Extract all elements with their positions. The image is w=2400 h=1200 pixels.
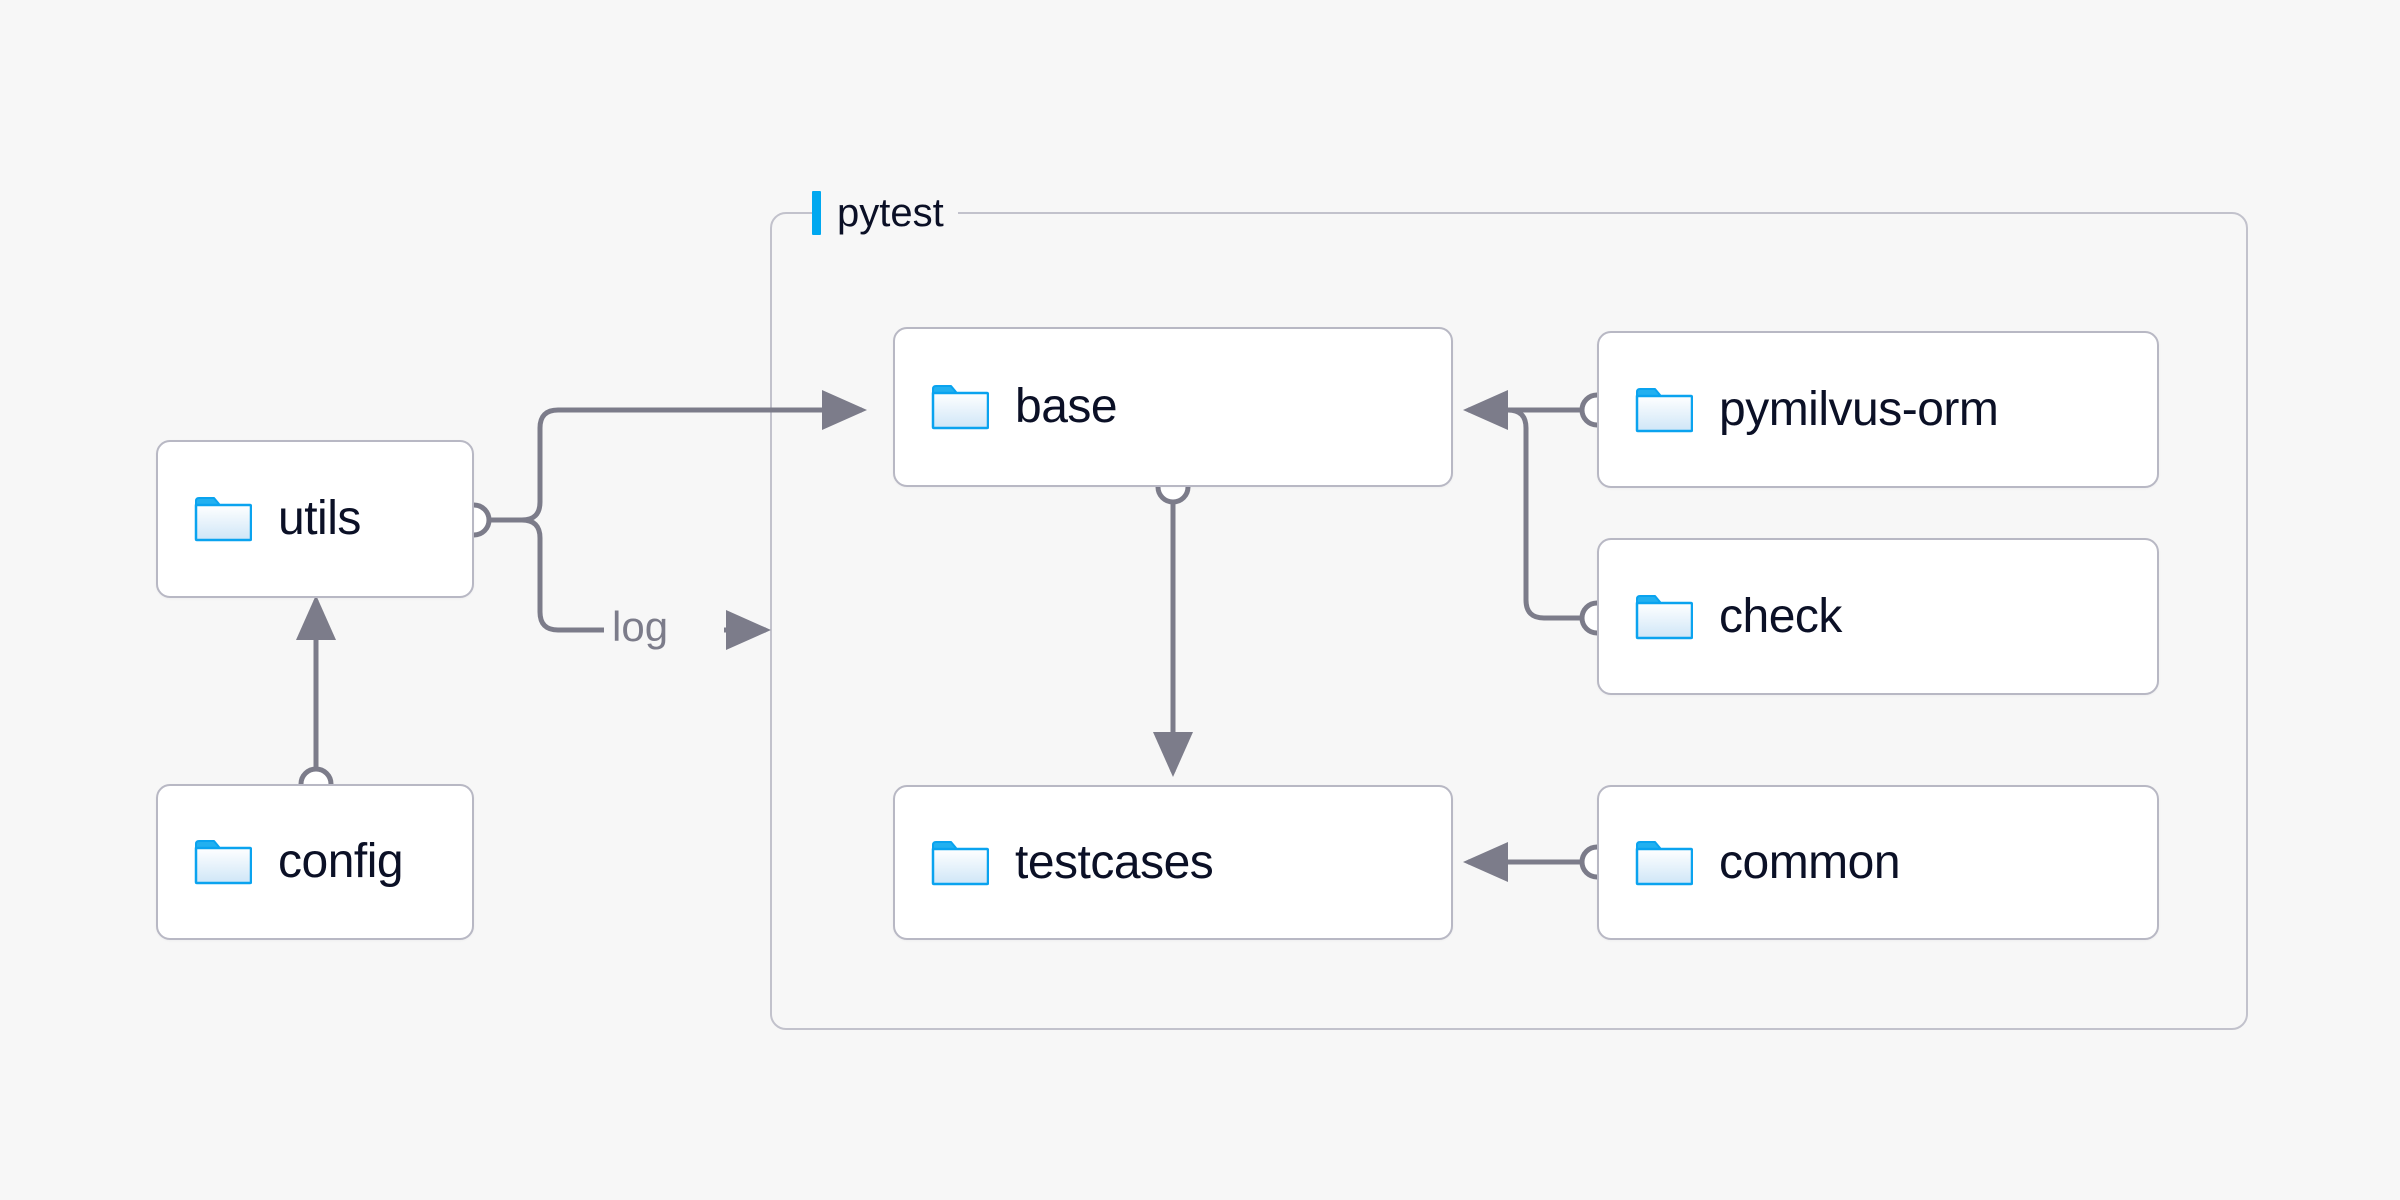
node-label: check bbox=[1719, 589, 1842, 643]
node-check[interactable]: check bbox=[1597, 538, 2159, 695]
node-base[interactable]: base bbox=[893, 327, 1453, 487]
folder-icon bbox=[931, 384, 989, 430]
group-accent-bar bbox=[812, 191, 821, 235]
edge-config-to-utils bbox=[296, 595, 336, 802]
node-utils[interactable]: utils bbox=[156, 440, 474, 598]
pytest-group-container bbox=[770, 212, 2248, 1030]
node-label: common bbox=[1719, 835, 1901, 889]
node-label: pymilvus-orm bbox=[1719, 382, 1999, 436]
node-pymilvus-orm[interactable]: pymilvus-orm bbox=[1597, 331, 2159, 488]
node-config[interactable]: config bbox=[156, 784, 474, 940]
group-title-label: pytest bbox=[837, 191, 944, 235]
node-common[interactable]: common bbox=[1597, 785, 2159, 940]
node-label: config bbox=[278, 835, 404, 888]
folder-icon bbox=[931, 840, 989, 886]
node-label: utils bbox=[278, 492, 361, 545]
folder-icon bbox=[194, 839, 252, 885]
edge-label-log: log bbox=[604, 606, 677, 648]
node-label: base bbox=[1015, 380, 1118, 433]
folder-icon bbox=[194, 496, 252, 542]
node-testcases[interactable]: testcases bbox=[893, 785, 1453, 940]
folder-icon bbox=[1635, 840, 1693, 886]
folder-icon bbox=[1635, 387, 1693, 433]
node-label: testcases bbox=[1015, 835, 1214, 889]
folder-icon bbox=[1635, 594, 1693, 640]
pytest-group-title: pytest bbox=[812, 190, 958, 236]
